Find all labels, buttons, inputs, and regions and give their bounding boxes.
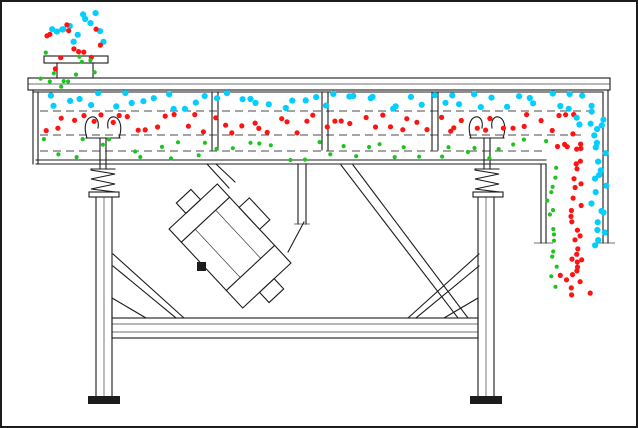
deck3-fine-particles xyxy=(41,137,549,163)
body-baffles xyxy=(211,91,439,151)
motor-mount xyxy=(206,163,310,253)
feed-coarse-particles xyxy=(49,10,107,45)
right-spring-assembly xyxy=(468,116,506,193)
top-cover xyxy=(27,77,611,91)
right-gusset xyxy=(441,297,479,319)
screen-body xyxy=(32,89,609,244)
motor-shaft-end xyxy=(197,262,206,271)
vibration-motor xyxy=(168,183,292,309)
medium-discharge-bend xyxy=(554,131,584,150)
coarse-discharge-stream xyxy=(588,122,610,249)
motor-terminal-box xyxy=(238,197,271,231)
discharge-chute xyxy=(534,163,615,244)
left-foot xyxy=(88,396,120,404)
left-leg xyxy=(88,191,120,404)
support-braces xyxy=(112,164,480,319)
feed-medium-particles xyxy=(44,22,103,72)
particles-layer xyxy=(38,10,610,298)
feed-fine-particles xyxy=(38,50,97,89)
left-gusset xyxy=(111,297,149,319)
screen-decks xyxy=(40,110,598,152)
medium-discharge-stream xyxy=(568,145,584,298)
right-foot xyxy=(470,396,502,404)
coarse-discharge-bend xyxy=(565,105,607,128)
fine-discharge-stream xyxy=(545,165,559,289)
deck1-coarse-particles xyxy=(47,90,595,113)
deck2-medium-particles xyxy=(43,111,577,136)
left-spring-assembly xyxy=(84,116,122,193)
cross-beam xyxy=(111,297,479,339)
medium-discharge-spread xyxy=(557,257,593,296)
right-leg xyxy=(470,191,504,404)
